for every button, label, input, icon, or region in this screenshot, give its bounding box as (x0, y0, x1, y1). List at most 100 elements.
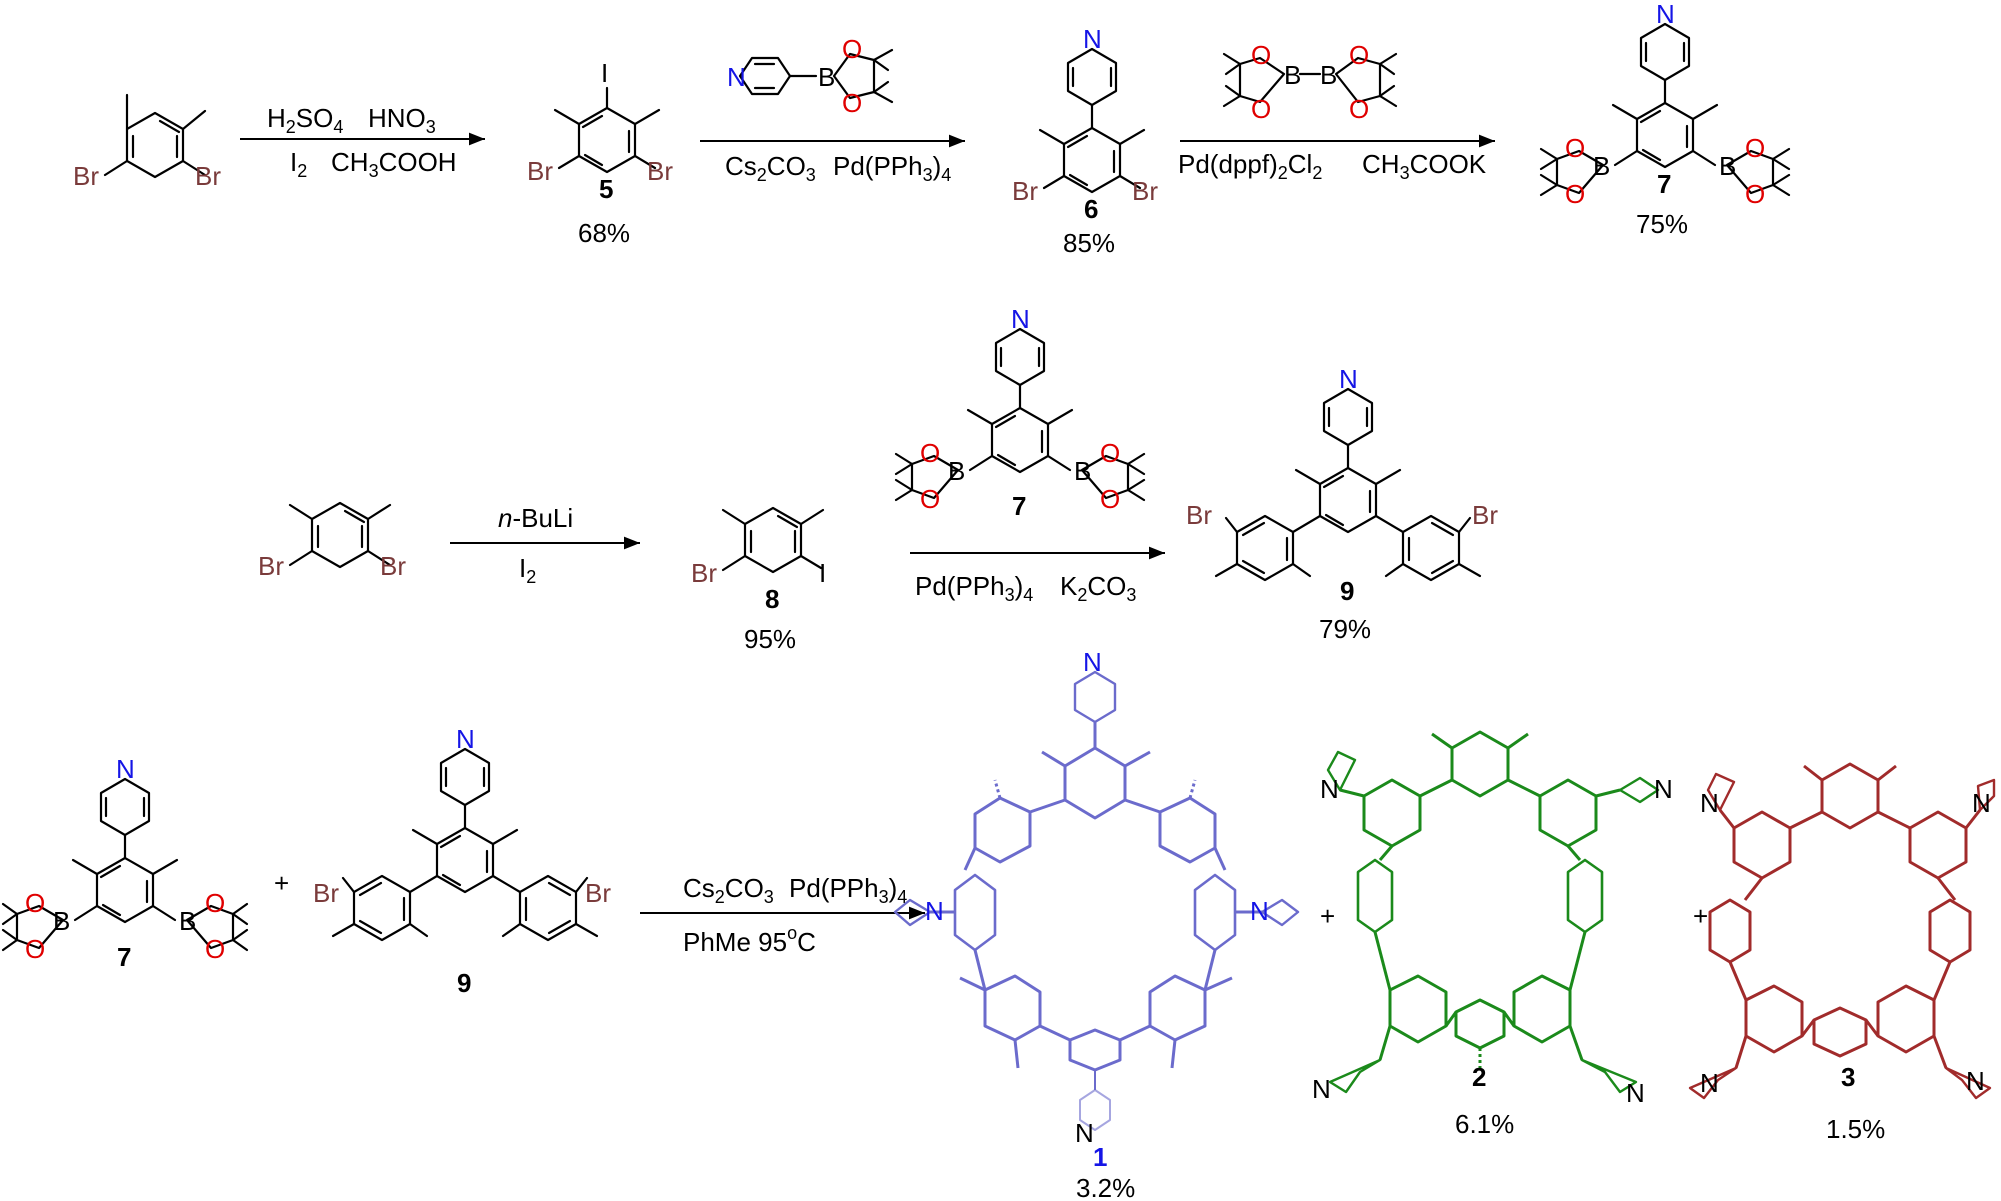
n-atom: N (456, 724, 475, 754)
row3-step: Cs2CO3 Pd(PPh3)4 PhMe 95oC (640, 873, 925, 957)
o-atom: O (842, 88, 862, 118)
o-atom: O (1349, 40, 1369, 70)
br-label: Br (195, 161, 221, 191)
row2-step1: n-BuLi I2 (450, 503, 640, 587)
condition-text: Pd(PPh3)4 (833, 151, 951, 185)
o-atom: O (1745, 179, 1765, 209)
yield-text: 3.2% (1076, 1173, 1135, 1201)
br-label: Br (1012, 176, 1038, 206)
n-atom: N (1626, 1078, 1645, 1108)
b2pin2-reagent: B B O O O O (1222, 40, 1398, 124)
o-atom: O (1100, 438, 1120, 468)
condition-text: I2 (519, 553, 536, 587)
iodo-label: I (819, 558, 826, 588)
yield-text: 75% (1636, 209, 1688, 239)
n-atom: N (727, 62, 746, 92)
reagent-text: n-BuLi (498, 503, 573, 533)
compound-5: I Br Br 5 68% (527, 58, 673, 248)
o-atom: O (920, 484, 940, 514)
compound-label: 9 (457, 968, 471, 998)
br-label: Br (1132, 176, 1158, 206)
compound-7-reagent: N B B O O O O 7 (894, 304, 1146, 521)
br-label: Br (313, 878, 339, 908)
row2-step2: N B B O O O O 7 Pd(PPh3)4 K2CO3 (894, 304, 1165, 605)
o-atom: O (1565, 179, 1585, 209)
b-atom: B (1593, 151, 1610, 181)
compound-label: 8 (765, 584, 779, 614)
compound-8: Br I 8 95% (691, 506, 826, 654)
n-atom: N (1083, 647, 1102, 677)
product-1 (893, 670, 1300, 1131)
yield-text: 6.1% (1455, 1109, 1514, 1139)
compound-9: N Br Br 9 79% (1186, 364, 1498, 644)
yield-text: 1.5% (1826, 1114, 1885, 1144)
n-atom: N (1083, 24, 1102, 54)
row1-step2: N B O O Cs2CO3 Pd(PPh3)4 (700, 34, 965, 185)
reagent-text: Pd(PPh3)4 (789, 873, 907, 907)
product-label: 3 (1841, 1062, 1855, 1092)
b-atom: B (1284, 60, 1301, 90)
row1-step1: H2SO4 HNO3 I2 CH3COOH (240, 103, 485, 181)
br-label: Br (527, 156, 553, 186)
yield-text: 85% (1063, 228, 1115, 258)
o-atom: O (1745, 133, 1765, 163)
condition-text: CH3COOH (331, 147, 457, 181)
br-label: Br (1186, 500, 1212, 530)
pyridyl-boronate-reagent: N B O O (727, 34, 894, 118)
product-label: 2 (1472, 1062, 1486, 1092)
n-atom: N (1312, 1074, 1331, 1104)
plus-sign: + (1320, 901, 1335, 931)
o-atom: O (205, 888, 225, 918)
n-atom: N (925, 896, 944, 926)
b-atom: B (1719, 151, 1736, 181)
b-atom: B (179, 906, 196, 936)
b-atom: B (53, 906, 70, 936)
reagent-text: Cs2CO3 (683, 873, 774, 907)
o-atom: O (25, 934, 45, 964)
compound-6: N Br Br 6 85% (1012, 24, 1158, 258)
iodo-label: I (601, 58, 608, 88)
o-atom: O (842, 34, 862, 64)
o-atom: O (205, 934, 225, 964)
row3-compound-7: N B B O O O O 7 (1, 754, 249, 972)
condition-text: K2CO3 (1060, 571, 1136, 605)
compound-label: 5 (599, 174, 613, 204)
condition-text: Pd(dppf)2Cl2 (1178, 149, 1322, 183)
n-atom: N (1339, 364, 1358, 394)
br-label: Br (647, 156, 673, 186)
o-atom: O (1100, 484, 1120, 514)
row3-compound-9: N Br Br 9 (313, 724, 611, 998)
n-atom: N (1011, 304, 1030, 334)
n-atom: N (1700, 788, 1719, 818)
o-atom: O (920, 438, 940, 468)
compound-label: 9 (1340, 576, 1354, 606)
plus-sign: + (1693, 901, 1708, 931)
n-atom: N (116, 754, 135, 784)
n-atom: N (1075, 1118, 1094, 1148)
product-2 (1326, 730, 1660, 1094)
condition-text: PhMe 95oC (683, 923, 816, 957)
b-atom: B (1320, 60, 1337, 90)
o-atom: O (1565, 133, 1585, 163)
o-atom: O (1251, 40, 1271, 70)
compound-label: 7 (117, 942, 131, 972)
o-atom: O (25, 888, 45, 918)
n-atom: N (1966, 1066, 1985, 1096)
b-atom: B (1074, 456, 1091, 486)
yield-text: 68% (578, 218, 630, 248)
br-label: Br (380, 551, 406, 581)
product-3 (1688, 762, 1996, 1100)
yield-text: 79% (1319, 614, 1371, 644)
b-atom: B (948, 456, 965, 486)
compound-label: 7 (1012, 491, 1026, 521)
condition-text: Pd(PPh3)4 (915, 571, 1033, 605)
product-label: 1 (1093, 1142, 1107, 1172)
condition-text: I2 (290, 147, 307, 181)
condition-text: Cs2CO3 (725, 151, 816, 185)
row2-starting-material: Br Br (258, 501, 406, 581)
compound-7: N B B O O O O 7 75% (1539, 0, 1791, 239)
n-atom: N (1972, 788, 1991, 818)
n-atom: N (1250, 896, 1269, 926)
b-atom: B (818, 62, 835, 92)
